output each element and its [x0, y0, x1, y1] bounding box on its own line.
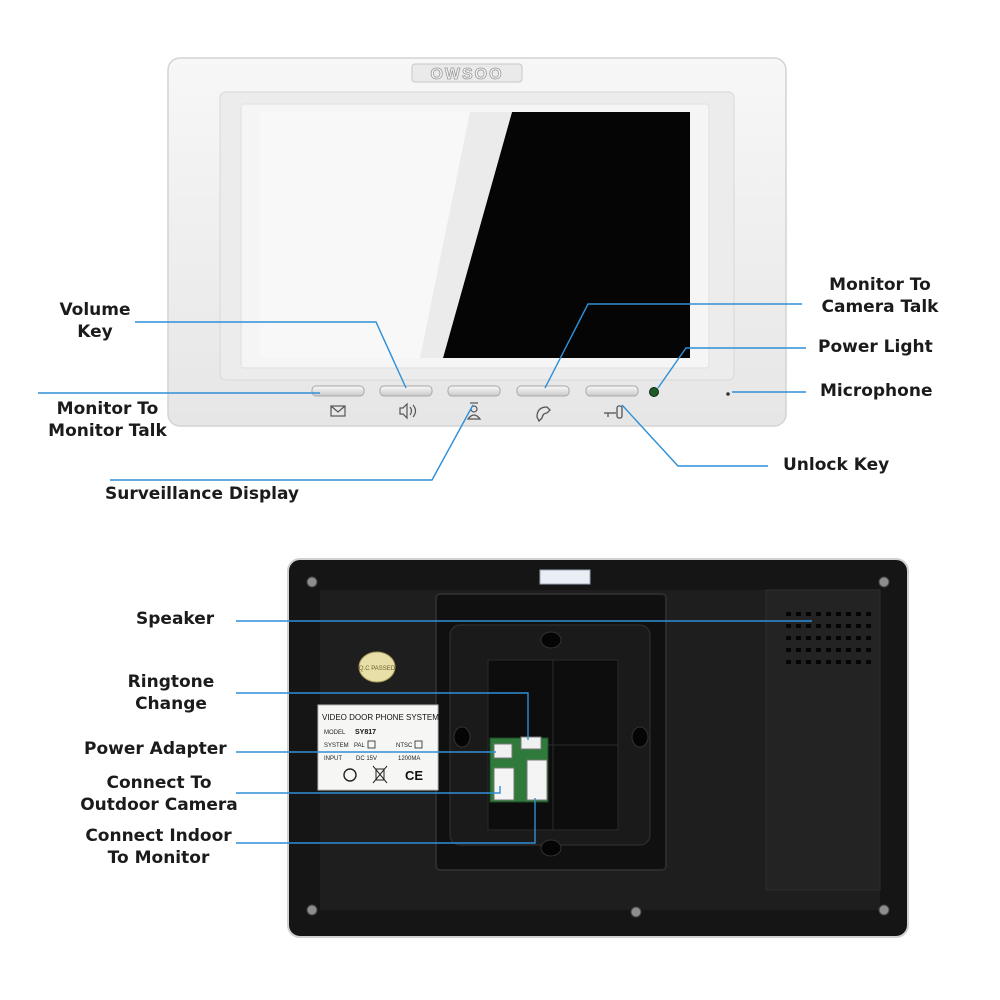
svg-text:NTSC: NTSC — [396, 743, 413, 749]
svg-text:Q.C PASSED: Q.C PASSED — [359, 666, 396, 672]
surveillance-screen — [260, 112, 690, 358]
speaker-grille — [765, 589, 881, 891]
svg-text:PAL: PAL — [354, 743, 366, 749]
wall-mount-bracket — [435, 593, 667, 871]
surveillance-display-button[interactable] — [447, 385, 501, 397]
front-monitor: OWSOO — [167, 57, 787, 427]
product-label: VIDEO DOOR PHONE SYSTEM MODEL SY817 SYST… — [317, 704, 439, 791]
power-light — [649, 387, 659, 397]
monitor-to-camera-talk-button[interactable] — [516, 385, 570, 397]
microphone-hole — [726, 392, 730, 396]
label-monitor-to-camera-talk: Monitor To Camera Talk — [821, 275, 939, 317]
serial-sticker — [539, 569, 591, 585]
svg-text:SY817: SY817 — [355, 729, 376, 736]
label-speaker: Speaker — [136, 609, 215, 629]
label-monitor-to-monitor-talk: Monitor To Monitor Talk — [48, 399, 167, 441]
handset-icon — [536, 406, 551, 423]
qc-passed-sticker: Q.C PASSED — [358, 651, 396, 683]
svg-text:OWSOO: OWSOO — [430, 66, 503, 83]
screws — [306, 576, 890, 918]
connector-board — [489, 736, 549, 803]
label-power-light: Power Light — [818, 337, 933, 357]
label-connect-indoor-monitor: Connect Indoor To Monitor — [85, 826, 232, 868]
label-unlock-key: Unlock Key — [783, 455, 890, 475]
brand-logo: OWSOO — [411, 63, 523, 83]
unlock-key-button[interactable] — [585, 385, 639, 397]
svg-text:MODEL: MODEL — [324, 730, 346, 736]
svg-text:DC 15V: DC 15V — [356, 756, 377, 762]
monitor-to-monitor-talk-button[interactable] — [311, 385, 365, 397]
volume-key-button[interactable] — [379, 385, 433, 397]
label-power-adapter: Power Adapter — [84, 739, 227, 759]
weee-bin-icon — [372, 765, 388, 784]
svg-text:1200MA: 1200MA — [398, 756, 420, 762]
label-ringtone-change: Ringtone Change — [127, 672, 215, 714]
certification-mark-icon — [343, 768, 357, 782]
svg-text:SYSTEM: SYSTEM — [324, 743, 349, 749]
label-surveillance-display: Surveillance Display — [105, 484, 300, 504]
svg-text:VIDEO DOOR PHONE SYSTEM: VIDEO DOOR PHONE SYSTEM — [322, 713, 439, 722]
svg-text:INPUT: INPUT — [324, 756, 342, 762]
svg-text:CE: CE — [405, 768, 423, 783]
label-volume-key: Volume Key — [59, 300, 131, 342]
label-connect-outdoor-camera: Connect To Outdoor Camera — [80, 773, 238, 815]
label-microphone: Microphone — [820, 381, 933, 401]
back-monitor: Q.C PASSED VIDEO DOOR PHONE SYSTEM MODEL… — [287, 558, 909, 938]
